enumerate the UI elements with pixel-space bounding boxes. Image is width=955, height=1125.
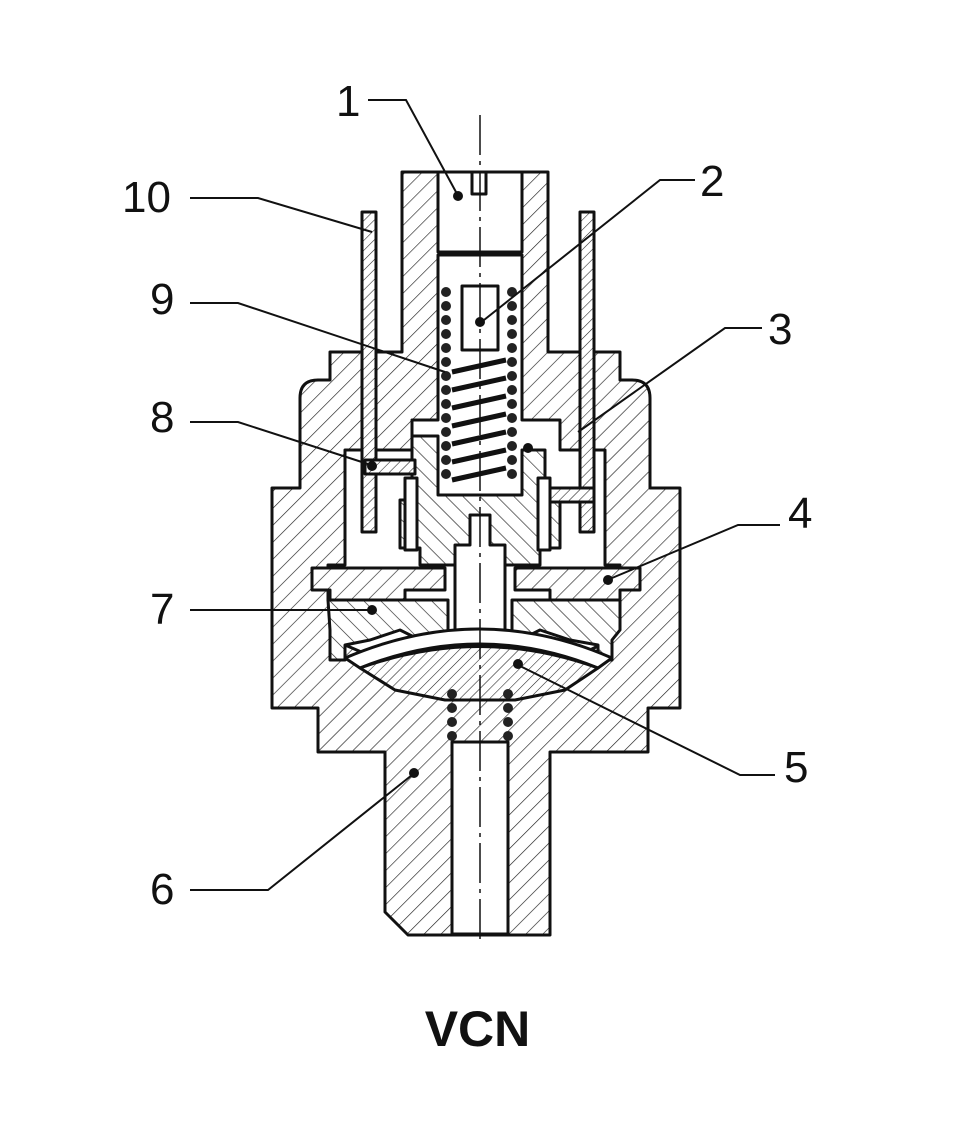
diaphragm [343, 627, 614, 670]
callout-3: 3 [768, 305, 792, 354]
pin-rod-right [578, 210, 596, 534]
spring-diagonals [451, 357, 507, 483]
leader-4 [611, 524, 780, 579]
pin-rod-left [360, 210, 378, 534]
leader-6 [190, 774, 413, 891]
callout-7: 7 [150, 585, 174, 634]
leader-5 [519, 665, 775, 776]
leader-2 [483, 179, 695, 321]
callout-8: 8 [150, 393, 174, 442]
leader-1 [368, 99, 457, 193]
callout-2: 2 [700, 157, 724, 206]
lower-body-block [326, 598, 450, 662]
callout-9: 9 [150, 275, 174, 324]
leader-10 [190, 197, 373, 233]
callout-labels: 1 2 3 4 5 6 7 8 9 10 [122, 77, 812, 914]
leader-8 [190, 421, 369, 465]
callout-5: 5 [784, 743, 808, 792]
callout-10: 10 [122, 173, 171, 222]
valve-body [270, 170, 682, 937]
leader-9 [190, 302, 446, 373]
lower-spring [447, 689, 513, 741]
leader-3 [577, 327, 762, 433]
callout-1: 1 [336, 77, 360, 126]
upper-spring [441, 287, 517, 479]
leader-lines [190, 99, 780, 891]
diagram-title: VCN [424, 1001, 531, 1057]
callout-6: 6 [150, 865, 174, 914]
part-marker-dots [367, 191, 613, 778]
callout-4: 4 [788, 489, 812, 538]
